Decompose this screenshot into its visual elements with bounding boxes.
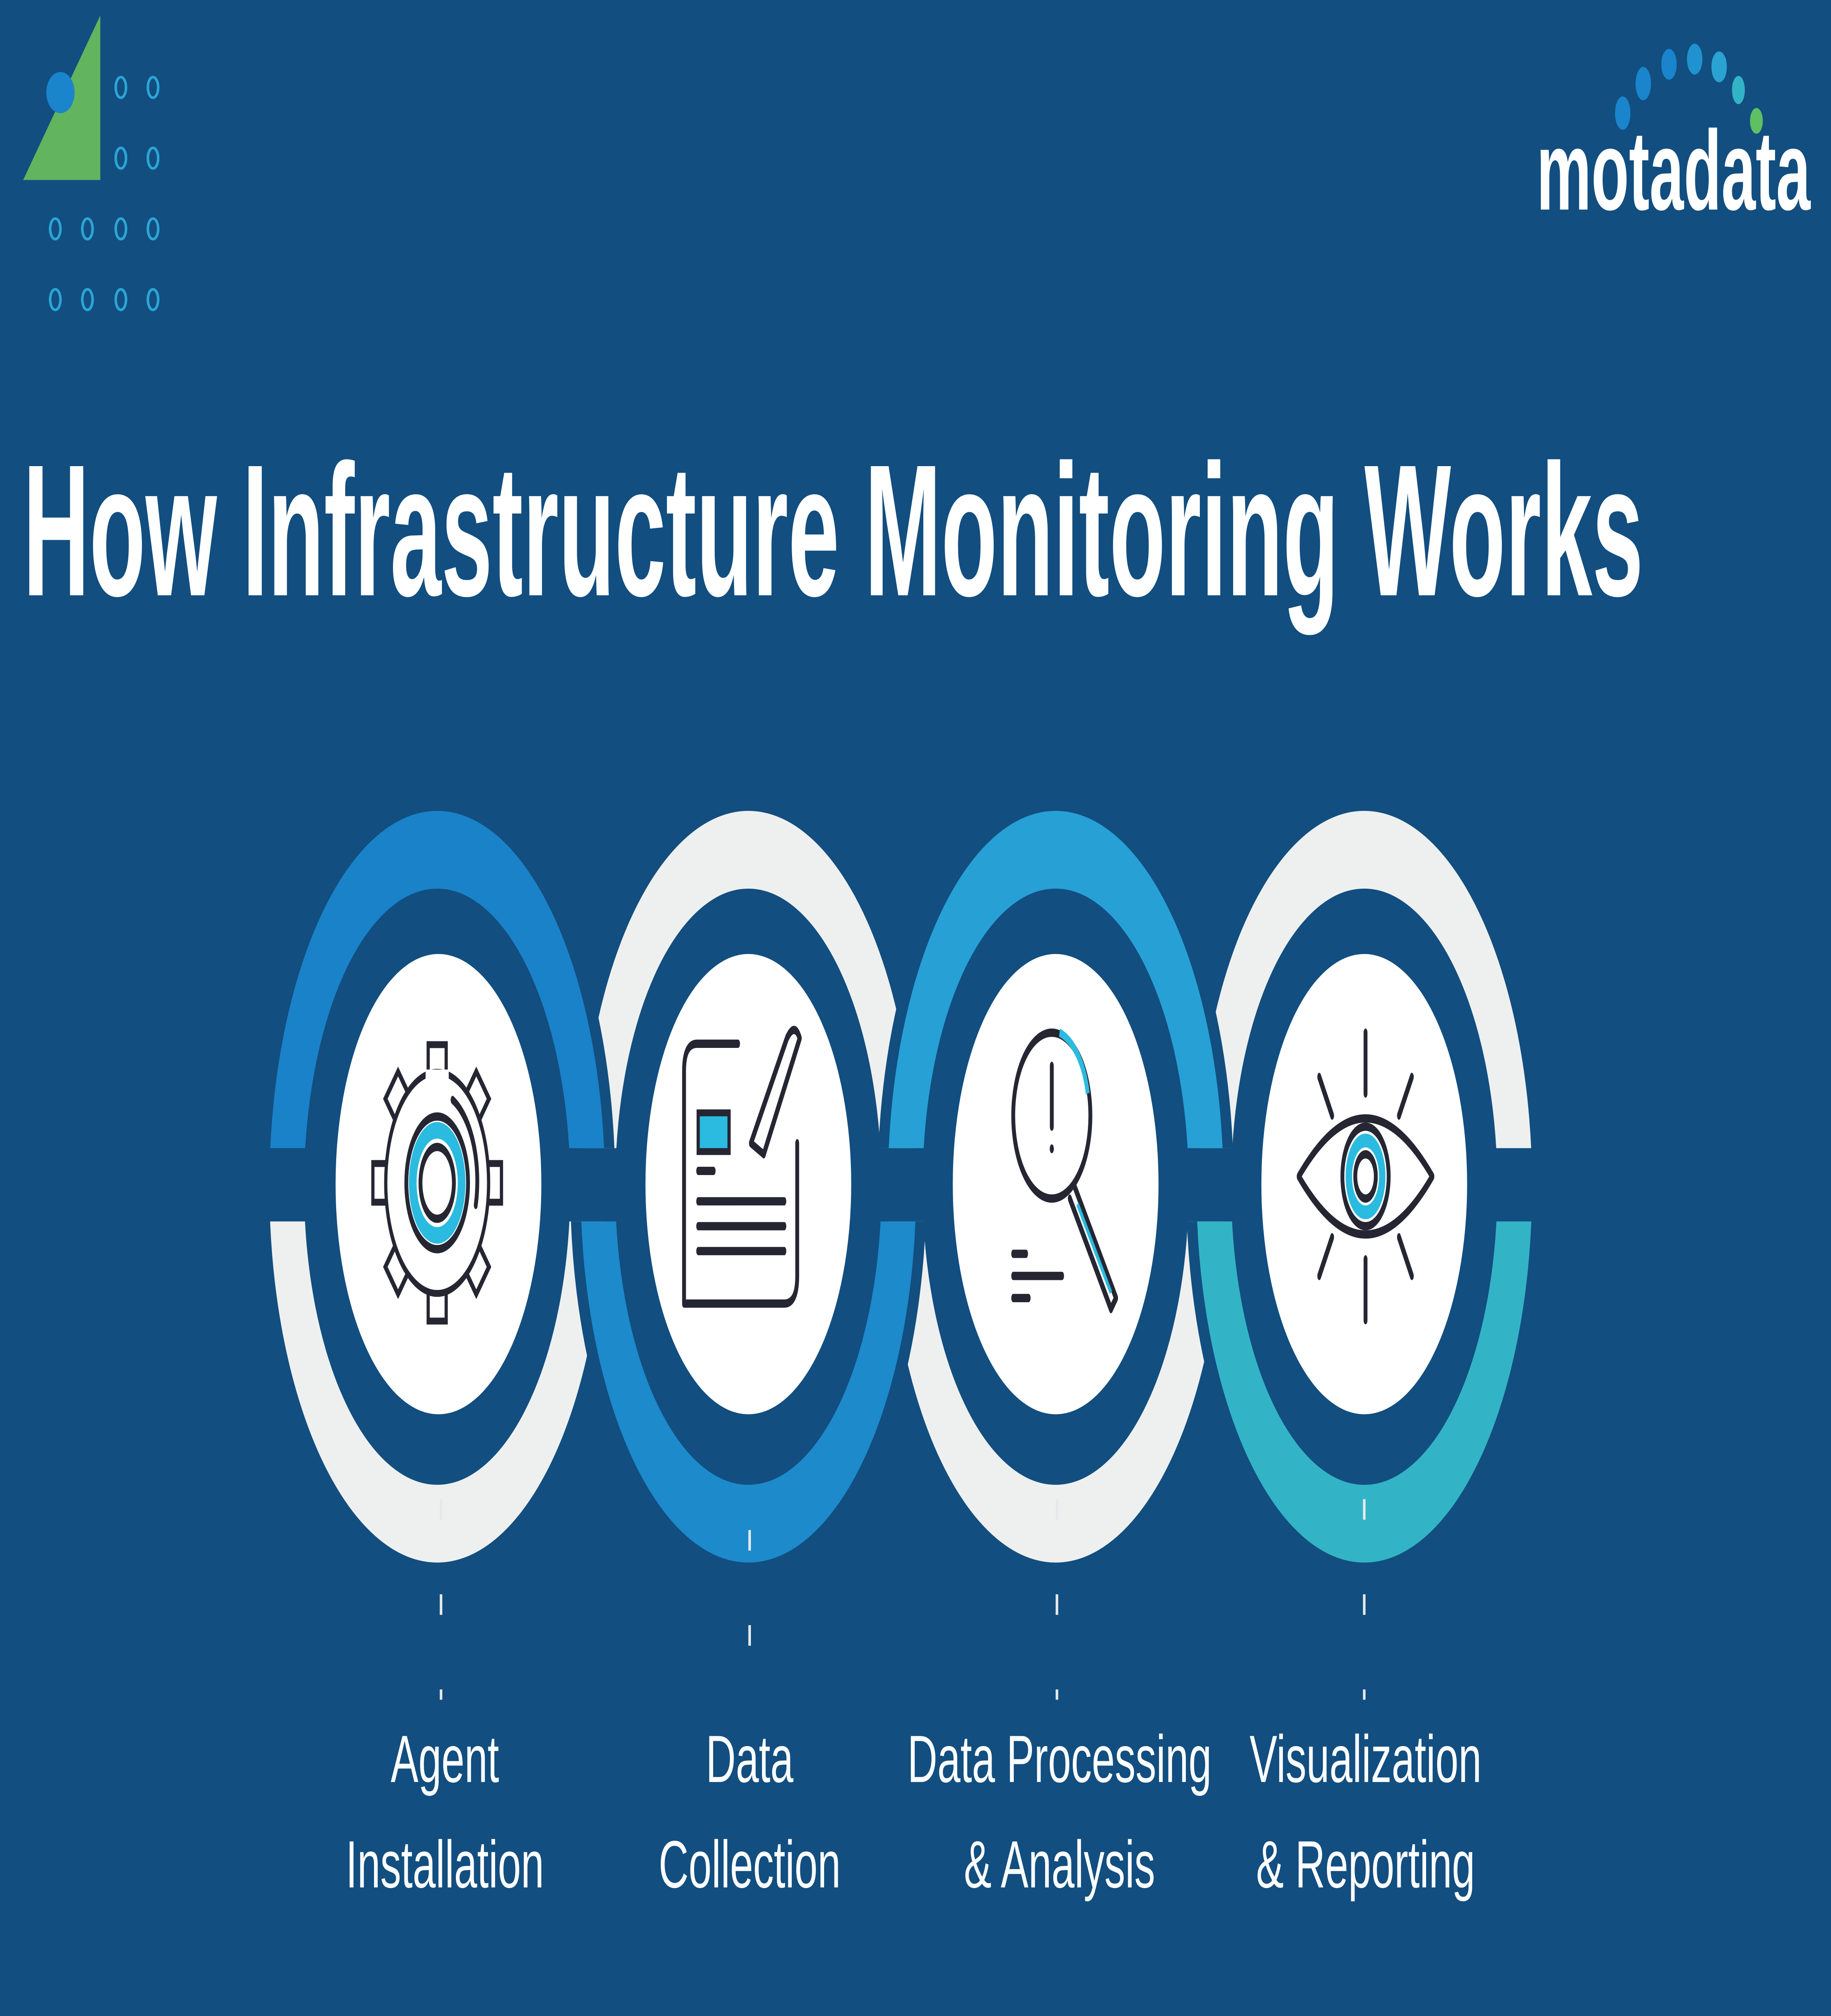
step-1-line-1: Agent: [391, 1722, 499, 1796]
ring-2-bottom-arc: [571, 1221, 926, 1586]
step-2-line-2: Collection: [659, 1827, 841, 1902]
step-label-4: Visualization & Reporting: [1250, 1722, 1482, 1902]
step-labels: Agent Installation Data Collection Data …: [346, 1722, 1481, 1902]
logo-text: motadata: [1536, 107, 1811, 234]
step-3-disc: [953, 954, 1159, 1414]
page-title: How Infrastructure Monitoring Works: [23, 425, 1643, 636]
gear-icon: [371, 1041, 503, 1325]
ring-2-top-arc: [581, 811, 916, 1148]
step-label-1: Agent Installation: [346, 1722, 544, 1902]
eye-icon: [1297, 1028, 1434, 1324]
step-4-line-2: & Reporting: [1256, 1827, 1475, 1902]
step-3-line-2: & Analysis: [964, 1827, 1155, 1902]
magnifier-icon: [1011, 1028, 1118, 1313]
step-3-line-1: Data Processing: [907, 1722, 1211, 1796]
document-edit-icon: [682, 1026, 802, 1308]
logo-dots-icon: [1615, 44, 1763, 134]
step-1-line-2: Installation: [346, 1827, 544, 1902]
ring-1-bottom-arc: [270, 1221, 604, 1563]
ring-1-top-arc: [260, 788, 615, 1148]
step-label-2: Data Collection: [659, 1722, 841, 1902]
ring-3-top-arc: [878, 788, 1233, 1148]
step-label-3: Data Processing & Analysis: [907, 1722, 1211, 1902]
corner-decoration-icon: [23, 15, 160, 311]
ring-4-bottom-arc: [1187, 1221, 1542, 1586]
step-4-line-1: Visualization: [1250, 1722, 1482, 1796]
ring-4-top-arc: [1197, 811, 1531, 1148]
step-4-disc: [1261, 954, 1467, 1414]
ring-3-bottom-arc: [888, 1221, 1223, 1563]
step-connectors: [439, 1499, 1366, 1700]
step-2-disc: [645, 954, 851, 1414]
motadata-logo: motadata: [1536, 44, 1811, 234]
step-2-line-1: Data: [706, 1722, 793, 1796]
